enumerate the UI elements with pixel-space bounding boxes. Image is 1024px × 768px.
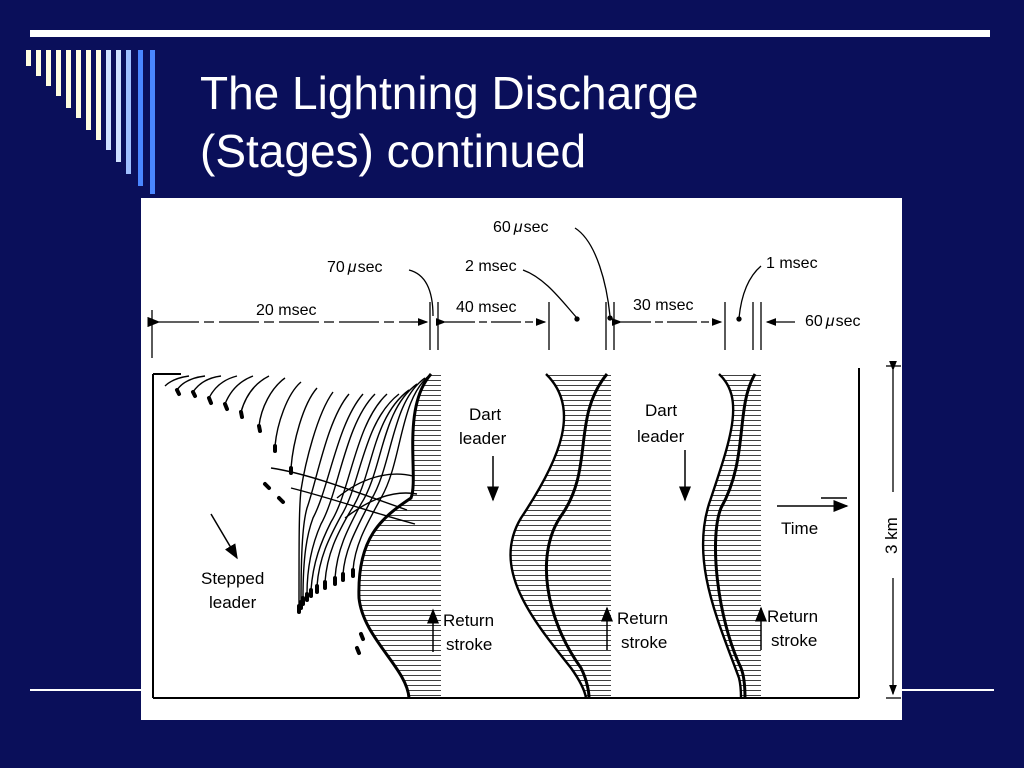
stepped-leader-region [164, 373, 432, 655]
stripe [46, 50, 51, 86]
stepped-leader-label-1: Stepped [201, 569, 264, 588]
timing-60usec-top-unit: sec [524, 219, 549, 236]
return-stroke-1-channel [357, 373, 441, 699]
label-arrows [210, 450, 849, 652]
stripe [96, 50, 101, 140]
stripe [106, 50, 111, 150]
stripe [36, 50, 41, 76]
dart-leader-2-label-2: leader [637, 427, 685, 446]
timing-40msec: 40 msec [456, 299, 516, 316]
stripe [56, 50, 61, 96]
return-stroke-3-channel [701, 373, 761, 699]
stripe [66, 50, 71, 108]
mu-symbol: μ [513, 219, 523, 236]
top-rule [30, 30, 990, 37]
stripe [116, 50, 121, 162]
title-line-2: (Stages) continued [200, 125, 587, 177]
diagram-labels: Stepped leader Dart leader Dart leader R… [201, 401, 901, 654]
stepped-leader-label-2: leader [209, 593, 257, 612]
time-label: Time [781, 519, 818, 538]
timing-1msec: 1 msec [766, 255, 818, 272]
stripe [76, 50, 81, 118]
height-label: 3 km [882, 517, 901, 554]
return-stroke-2-channel [509, 373, 611, 699]
stripe [138, 50, 143, 186]
stripe [150, 50, 155, 194]
dart-leader-1-label-1: Dart [469, 405, 501, 424]
slide-title: The Lightning Discharge (Stages) continu… [200, 64, 699, 180]
return-stroke-2-label-2: stroke [621, 633, 667, 652]
dart-leader-2-label-1: Dart [645, 401, 677, 420]
timing-20msec: 20 msec [256, 302, 316, 319]
title-line-1: The Lightning Discharge [200, 67, 699, 119]
return-stroke-1-label-2: stroke [446, 635, 492, 654]
return-stroke-3-label-1: Return [767, 607, 818, 626]
timing-60usec-right-unit: sec [836, 313, 861, 330]
stripe [26, 50, 31, 66]
timing-70usec-unit: sec [358, 259, 383, 276]
return-stroke-3-label-2: stroke [771, 631, 817, 650]
return-stroke-1-label-1: Return [443, 611, 494, 630]
stripe [126, 50, 131, 174]
mu-symbol: μ [825, 313, 835, 330]
stripe [86, 50, 91, 130]
timing-70usec-value: 70 [327, 259, 345, 276]
timing-60usec-right-value: 60 [805, 313, 823, 330]
timing-60usec-top-value: 60 [493, 219, 511, 236]
return-stroke-2-label-1: Return [617, 609, 668, 628]
dart-leader-1-label-2: leader [459, 429, 507, 448]
timing-2msec: 2 msec [465, 258, 517, 275]
timing-30msec: 30 msec [633, 297, 693, 314]
mu-symbol: μ [347, 259, 357, 276]
height-indicator [886, 360, 901, 699]
timing-axis [147, 227, 795, 358]
